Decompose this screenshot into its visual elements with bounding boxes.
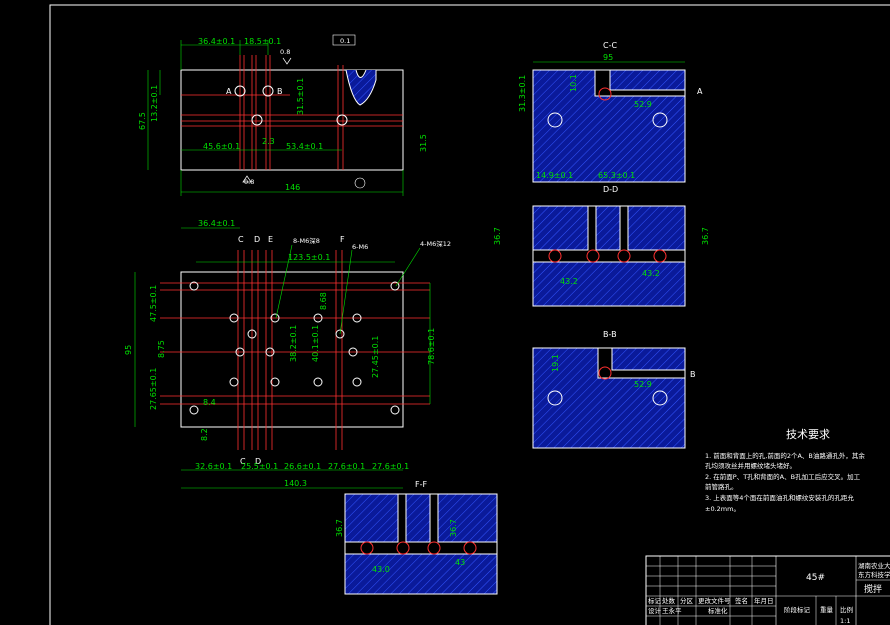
front-roughness-top: 0.8 bbox=[280, 48, 290, 56]
section-dd-h2: 36.7 bbox=[701, 227, 710, 245]
section-cc-h: 31.3±0.1 bbox=[518, 75, 527, 112]
section-ff-h2: 36.7 bbox=[449, 519, 458, 537]
section-cc-d: 65.3±0.1 bbox=[598, 171, 635, 180]
section-ff-title: F-F bbox=[415, 480, 427, 489]
plan-dim-32-6: 32.6±0.1 bbox=[195, 462, 232, 471]
section-cc-b: 52.9 bbox=[634, 100, 652, 109]
section-dd-h1: 36.7 bbox=[493, 227, 502, 245]
section-cc-c: 14.9±0.1 bbox=[536, 171, 573, 180]
section-cc-title: C-C bbox=[603, 41, 617, 50]
tech-line-3: 2. 在前面P、T孔和背面的A、B孔加工后应交叉。加工 bbox=[705, 472, 861, 481]
plan-dim-27-65: 27.65±0.1 bbox=[149, 368, 158, 410]
plan-note-6-m6: 6-M6 bbox=[352, 243, 368, 251]
title-r3-1: 重量 bbox=[820, 606, 834, 614]
section-ff-a: 43.0 bbox=[372, 565, 390, 574]
tech-line-4: 前管路孔。 bbox=[705, 482, 738, 491]
plan-dim-27-6b: 27.6±0.1 bbox=[372, 462, 409, 471]
front-dim-53-4: 53.4±0.1 bbox=[286, 142, 323, 151]
plan-letter-e-top: E bbox=[268, 235, 273, 244]
tech-title: 技术要求 bbox=[786, 428, 830, 441]
front-dim-36-4: 36.4±0.1 bbox=[198, 37, 235, 46]
plan-letter-d-bottom: D bbox=[255, 457, 261, 466]
title-part-name: 搅拌 bbox=[864, 583, 882, 595]
title-scale: 1:1 bbox=[840, 617, 850, 625]
title-material: 45# bbox=[806, 573, 825, 583]
plan-dim-40-1: 40.1±0.1 bbox=[311, 325, 320, 362]
section-bb-b: 52.9 bbox=[634, 380, 652, 389]
section-bb: B-B 19.1 52.9 B bbox=[532, 330, 696, 449]
plan-dim-27-6: 27.6±0.1 bbox=[328, 462, 365, 471]
section-bb-title: B-B bbox=[603, 330, 617, 339]
section-dd: D-D 36.7 36.7 43.2 43.2 bbox=[493, 185, 710, 307]
front-roughness-bottom: 0.8 bbox=[244, 178, 254, 186]
front-view: 36.4±0.1 18.5±0.1 67.5 13.2±0.1 31.5±0.1… bbox=[138, 34, 428, 196]
title-r2-0: 设计 bbox=[648, 606, 662, 615]
tech-line-2: 孔均须攻丝并用螺纹堵头堵好。 bbox=[705, 461, 796, 470]
section-cc: C-C 95 31.3±0.1 10.1 52.9 14.9±0.1 65.3±… bbox=[518, 41, 703, 183]
title-r1-2: 分区 bbox=[680, 596, 694, 605]
plan-dim-36-4: 36.4±0.1 bbox=[198, 219, 235, 228]
sheet-border bbox=[49, 4, 890, 625]
tech-line-6: ±0.2mm。 bbox=[705, 505, 740, 513]
plan-dim-8-4: 8.4 bbox=[203, 398, 216, 407]
plan-dim-8-68: 8.68 bbox=[319, 292, 328, 310]
title-r3-0: 阶段标记 bbox=[784, 605, 811, 614]
front-dim-146: 146 bbox=[285, 183, 300, 192]
front-dim-2-3: 2.3 bbox=[262, 137, 275, 146]
plan-dim-38-2: 38.2±0.1 bbox=[289, 325, 298, 362]
plan-dim-78-6: 78.6±0.1 bbox=[427, 328, 436, 365]
front-flatness-tol: 0.1 bbox=[340, 37, 350, 45]
plan-letter-c-bottom: C bbox=[240, 457, 246, 466]
section-cc-label: A bbox=[697, 87, 703, 96]
title-r1-5: 年月日 bbox=[754, 596, 774, 605]
section-ff: F-F 36.7 36.7 43.0 43 bbox=[335, 480, 498, 595]
front-dim-31-5: 31.5±0.1 bbox=[296, 78, 305, 115]
title-r2-3: 标准化 bbox=[708, 606, 728, 615]
tech-line-1: 1. 前面和背面上的孔,前面的2个A、B油路通孔外，其余 bbox=[705, 451, 865, 460]
plan-view: C D E F C D 36.4±0.1 123.5±0.1 95 47.5±0… bbox=[124, 219, 451, 489]
front-dim-67-5: 67.5 bbox=[138, 112, 147, 130]
plan-dim-25-5: 25.5±0.1 bbox=[241, 462, 278, 471]
front-dim-45-6: 45.6±0.1 bbox=[203, 142, 240, 151]
section-bb-a: 19.1 bbox=[551, 354, 560, 372]
plan-letter-f-top: F bbox=[340, 235, 345, 244]
section-ff-h1: 36.7 bbox=[335, 519, 344, 537]
plan-letter-d-top: D bbox=[254, 235, 260, 244]
plan-dim-123-5: 123.5±0.1 bbox=[288, 253, 330, 262]
title-r3-2: 比例 bbox=[840, 605, 853, 614]
title-r1-3: 更改文件号 bbox=[698, 596, 731, 605]
front-dim-18-5: 18.5±0.1 bbox=[244, 37, 281, 46]
plan-dim-95: 95 bbox=[124, 345, 133, 355]
plan-note-8-m6: 8-M6深8 bbox=[293, 236, 320, 245]
front-dim-13-2: 13.2±0.1 bbox=[150, 85, 159, 122]
plan-dim-27-45: 27.45±0.1 bbox=[371, 336, 380, 378]
front-label-a: A bbox=[226, 87, 232, 96]
title-r1-0: 标记 bbox=[648, 596, 662, 605]
section-cc-width: 95 bbox=[603, 53, 613, 62]
plan-dim-47-5: 47.5±0.1 bbox=[149, 285, 158, 322]
title-block: 45# 湖南农业大 东方科技学 搅拌 标记 处数 分区 更改文件号 签名 年月日… bbox=[645, 555, 890, 625]
plan-dim-140-3: 140.3 bbox=[284, 479, 307, 488]
tech-requirements: 技术要求 1. 前面和背面上的孔,前面的2个A、B油路通孔外，其余 孔均须攻丝并… bbox=[705, 428, 865, 513]
plan-dim-8-75: 8.75 bbox=[157, 340, 166, 358]
title-r1-4: 签名 bbox=[735, 596, 748, 605]
section-dd-a: 43.2 bbox=[560, 277, 578, 286]
title-r1-1: 处数 bbox=[662, 596, 676, 605]
plan-note-4-m6: 4-M6深12 bbox=[420, 239, 451, 248]
front-dim-31-5b: 31.5 bbox=[419, 134, 428, 152]
front-label-b: B bbox=[277, 87, 283, 96]
section-ff-b: 43 bbox=[455, 558, 465, 567]
title-school: 湖南农业大 bbox=[858, 561, 890, 570]
plan-dim-26-6: 26.6±0.1 bbox=[284, 462, 321, 471]
section-bb-label: B bbox=[690, 370, 696, 379]
title-r2-1: 王永平 bbox=[662, 606, 682, 615]
section-cc-a: 10.1 bbox=[569, 74, 578, 92]
tech-line-5: 3. 上表面等4个面在前面油孔和螺纹安装孔的孔距允 bbox=[705, 493, 854, 502]
plan-letter-c-top: C bbox=[238, 235, 244, 244]
title-school2: 东方科技学 bbox=[858, 570, 890, 579]
section-dd-title: D-D bbox=[603, 185, 618, 194]
section-dd-b: 43.2 bbox=[642, 269, 660, 278]
plan-dim-8-2: 8.2 bbox=[200, 428, 209, 441]
